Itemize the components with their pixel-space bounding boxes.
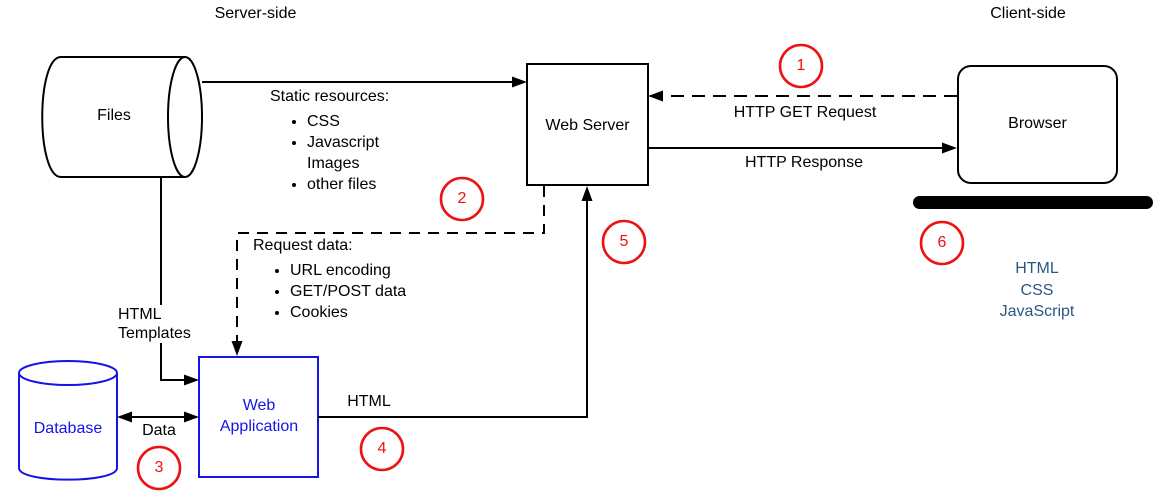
web-server-box [526,63,649,186]
database-cylinder [18,373,118,481]
laptop-base-bar [913,196,1153,209]
request-data-item: GET/POST data [290,281,443,302]
web-application-label: Web Application [219,397,299,435]
step-circle-1 [778,43,824,89]
browser-box [957,65,1118,184]
step-circle-2 [439,176,485,222]
step-number-2: 2 [457,190,467,207]
database-cylinder-cap [18,360,118,386]
http-response-label: HTTP Response [745,154,863,171]
request-data-item: URL encoding [290,260,443,281]
http-get-request-label: HTTP GET Request [733,104,877,121]
arrow-http-get-request [648,90,957,102]
request-data-title: Request data: [253,237,353,254]
step-number-1: 1 [796,57,806,74]
step-circle-5 [601,219,647,265]
step-circle-4 [359,426,405,472]
arrow-web-server-to-web-application [231,186,545,356]
client-technologies-list: HTML CSS JavaScript [977,258,1097,323]
web-server-label: Web Server [545,117,630,134]
step-number-5: 5 [619,233,629,250]
server-side-region-label: Server-side [214,5,297,22]
step-number-6: 6 [937,234,947,251]
arrow-files-to-web-server [202,76,527,88]
files-label: Files [97,107,131,124]
files-cylinder [41,56,185,178]
client-tech-javascript: JavaScript [999,303,1075,320]
step-circle-6 [919,220,965,266]
static-resources-title: Static resources: [270,88,390,105]
web-application-box [198,356,319,478]
request-data-item: Cookies [290,302,443,323]
static-resources-item: Images [307,155,360,172]
arrow-files-to-web-application [160,177,199,386]
data-label: Data [142,422,176,439]
browser-label: Browser [1008,115,1067,132]
arrow-database-web-application [117,411,199,423]
static-resources-item: Javascript [307,132,430,153]
html-edge-label: HTML [347,393,391,410]
client-tech-css: CSS [1020,281,1054,299]
files-cylinder-cap [167,56,203,178]
request-data-list: Request data: URL encoding GET/POST data… [253,236,443,323]
step-number-3: 3 [154,459,164,476]
step-number-4: 4 [377,440,387,457]
step-circle-3 [136,445,182,491]
arrow-http-response [648,142,957,154]
client-tech-html: HTML [1015,260,1059,277]
static-resources-item: other files [307,174,430,195]
client-side-region-label: Client-side [990,5,1066,22]
static-resources-list: Static resources: CSS Javascript Images … [270,87,430,195]
arrow-web-application-to-web-server [318,186,593,418]
database-label: Database [33,420,103,437]
html-templates-label: HTML Templates [116,305,208,343]
static-resources-item: CSS [307,111,430,132]
